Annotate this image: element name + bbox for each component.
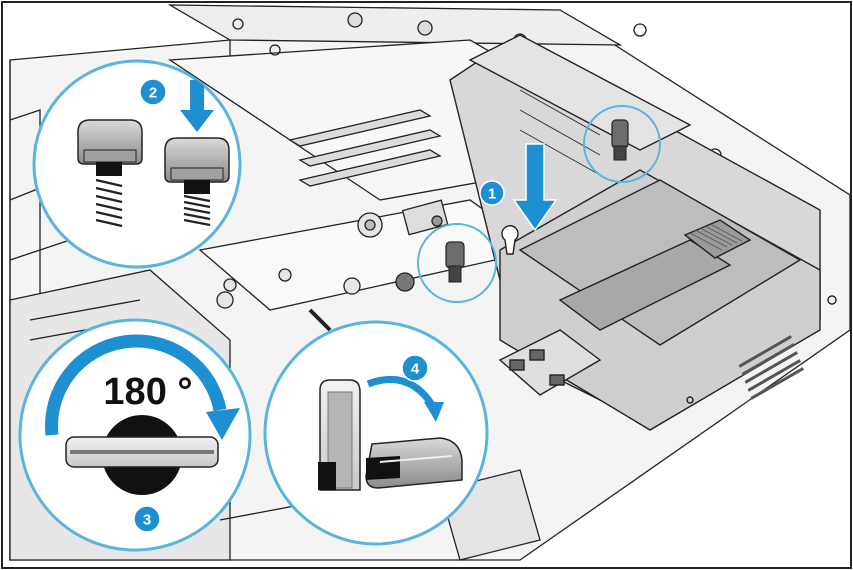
step-4-badge [401,354,429,382]
step-2-badge [139,78,167,106]
rotation-angle-label: 180 ° [103,371,192,413]
riser-latch-right [583,105,661,183]
latch-icon [611,119,629,149]
callout-step-3: 180 ° 3 [18,318,252,552]
latch-icon [365,437,463,489]
curved-arrow-icon [366,375,438,410]
callout-step-4: 4 [263,320,489,546]
arrow-down-icon [512,143,558,232]
riser-latch-left [417,223,497,303]
step-1-indicator: 1 [479,143,558,232]
thumbscrew-icon [164,137,230,227]
curved-arrow-icon [45,334,227,436]
latch-icon [318,379,361,491]
step-4-number: 4 [411,361,420,378]
arrow-down-icon [180,80,214,132]
step-1-number: 1 [488,186,496,203]
thumbscrew-icon [77,119,143,228]
step-3-number: 3 [143,512,151,529]
highlight-ring-left [417,223,497,303]
riser-cage [449,34,837,431]
thumbscrew-icon [65,415,219,495]
callout-step-2: 2 [32,59,242,269]
step-2-number: 2 [149,85,157,102]
latch-icon [445,241,465,269]
highlight-ring-right [583,105,661,183]
step-1-badge [479,180,505,206]
step-3-badge [133,505,161,533]
